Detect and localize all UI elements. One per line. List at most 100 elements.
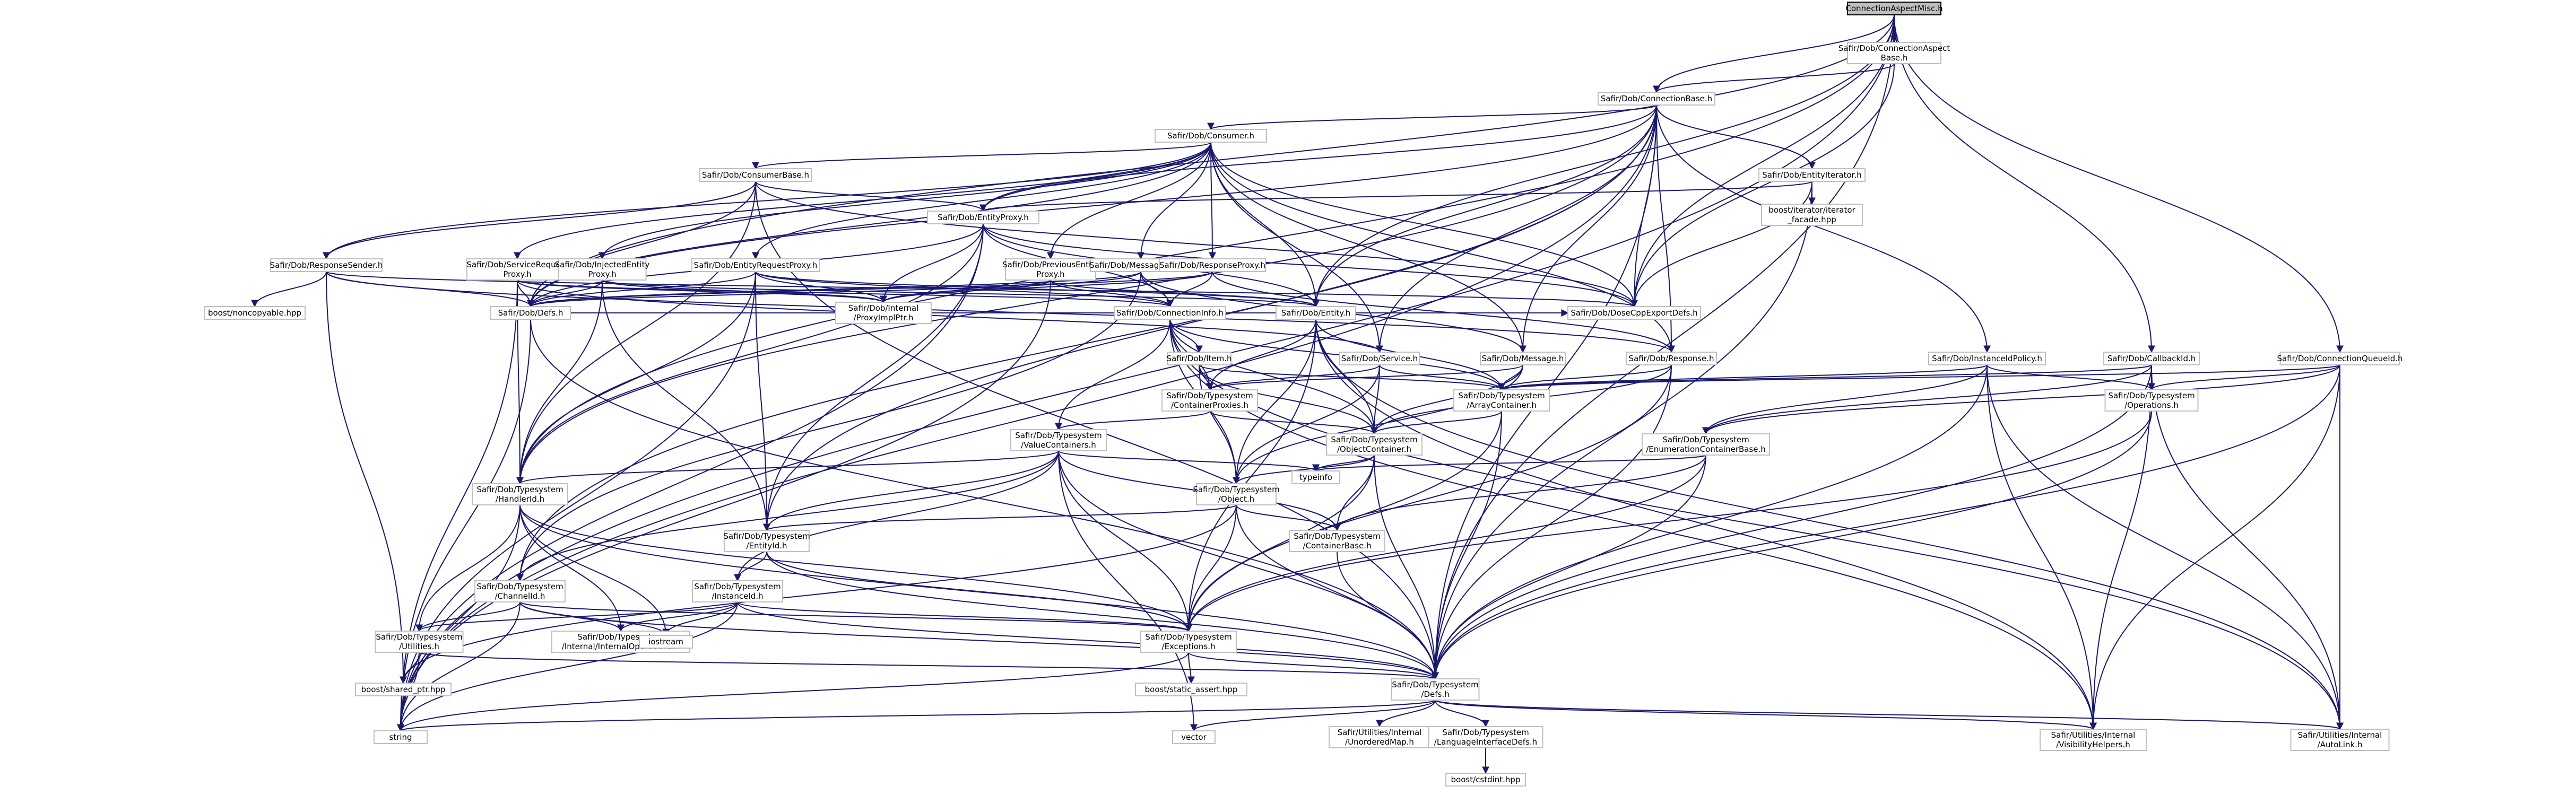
node-respproxy[interactable]: Safir/Dob/ResponseProxy.h: [1159, 258, 1266, 272]
node-operations[interactable]: Safir/Dob/Typesystem/Operations.h: [2104, 389, 2199, 412]
node-item[interactable]: Safir/Dob/Item.h: [1166, 352, 1232, 365]
node-connqueue[interactable]: Safir/Dob/ConnectionQueueId.h: [2277, 352, 2403, 365]
node-label: Safir/Dob/Typesystem: [476, 485, 563, 494]
edge-respproxy-to-implptr: [880, 271, 1213, 303]
edge-srvreq-to-implptr: [517, 279, 887, 303]
node-consumerbase[interactable]: Safir/Dob/ConsumerBase.h: [699, 168, 812, 182]
node-box: [1453, 389, 1550, 412]
node-string[interactable]: string: [374, 730, 428, 744]
node-enumcont[interactable]: Safir/Dob/Typesystem/EnumerationContaine…: [1642, 433, 1770, 456]
node-label: /InstanceId.h: [712, 591, 763, 601]
edge-message-to-contproxies: [1206, 364, 1523, 391]
node-defs[interactable]: Safir/Dob/Defs.h: [490, 306, 571, 320]
edge-entreq-to-implptr: [755, 271, 887, 303]
node-label: /Operations.h: [2124, 400, 2179, 410]
node-label: /UnorderedMap.h: [1345, 737, 1414, 747]
node-contbase[interactable]: Safir/Dob/Typesystem/ContainerBase.h: [1289, 530, 1385, 552]
node-cb[interactable]: Safir/Dob/ConnectionBase.h: [1598, 92, 1715, 106]
node-respsender[interactable]: Safir/Dob/ResponseSender.h: [270, 258, 383, 272]
edge-entityproxy-to-string: [397, 223, 984, 732]
edge-injent-to-implptr: [602, 279, 887, 303]
node-response[interactable]: Safir/Dob/Response.h: [1626, 352, 1717, 365]
edge-injent-to-entityid: [602, 279, 770, 531]
node-instpolicy[interactable]: Safir/Dob/InstanceIdPolicy.h: [1928, 352, 2046, 365]
node-label: boost/noncopyable.hpp: [208, 308, 301, 318]
node-visibility[interactable]: Safir/Utilities/Internal/VisibilityHelpe…: [2040, 729, 2147, 751]
edge-enumcont-to-contbase: [1333, 455, 1706, 531]
node-entityproxy[interactable]: Safir/Dob/EntityProxy.h: [927, 211, 1039, 224]
node-box: [1289, 530, 1385, 552]
edge-root-to-entity: [1312, 14, 1895, 308]
node-handlerid[interactable]: Safir/Dob/Typesystem/HandlerId.h: [472, 483, 568, 505]
node-box: [558, 258, 647, 281]
node-typeinfo[interactable]: typeinfo: [1291, 470, 1340, 484]
node-boostiter[interactable]: boost/iterator/iterator_facade.hpp: [1761, 204, 1863, 226]
node-valueconts[interactable]: Safir/Dob/Typesystem/ValueContainers.h: [1010, 429, 1107, 451]
node-service[interactable]: Safir/Dob/Service.h: [1339, 352, 1420, 365]
node-contproxies[interactable]: Safir/Dob/Typesystem/ContainerProxies.h: [1161, 389, 1258, 412]
edge-connqueue-to-visibility: [2089, 364, 2340, 730]
edge-instid-to-utilities: [415, 601, 738, 632]
node-utilities[interactable]: Safir/Dob/Typesystem/Utilities.h: [375, 631, 464, 653]
node-tsdefs[interactable]: Safir/Dob/Typesystem/Defs.h: [1391, 678, 1480, 701]
node-entity[interactable]: Safir/Dob/Entity.h: [1276, 306, 1356, 320]
node-box: [2279, 352, 2400, 365]
node-box: [1598, 92, 1715, 106]
edge-respproxy-to-conninfo: [1166, 271, 1213, 308]
node-box: [2104, 389, 2199, 412]
node-implptr[interactable]: Safir/Dob/Internal/ProxyImplPtr.h: [835, 302, 932, 324]
node-vector[interactable]: vector: [1172, 730, 1216, 744]
node-box: [1196, 483, 1277, 505]
node-internalops[interactable]: Safir/Dob/Typesystem/Internal/InternalOp…: [551, 631, 690, 653]
node-noncopy[interactable]: boost/noncopyable.hpp: [204, 306, 306, 320]
edge-instpolicy-to-arraycont: [1498, 364, 1988, 391]
node-iostream[interactable]: iostream: [639, 635, 693, 649]
edge-msgproxy-to-implptr: [880, 271, 1141, 303]
edge-message-to-objcont: [1371, 364, 1523, 435]
node-label: Safir/Dob/ConsumerBase.h: [702, 170, 809, 180]
node-exceptions[interactable]: Safir/Dob/Typesystem/Exceptions.h: [1140, 631, 1237, 653]
node-object[interactable]: Safir/Dob/Typesystem/Object.h: [1193, 483, 1280, 505]
edge-entityid-to-exceptions: [766, 551, 1192, 632]
node-label: /Exceptions.h: [1162, 642, 1216, 651]
edge-valueconts-to-vector: [1058, 450, 1198, 732]
edge-instid-to-string: [397, 601, 738, 732]
edge-contproxies-to-objcont: [1209, 410, 1378, 435]
edge-channelid-to-utilities: [415, 601, 521, 632]
node-autolink[interactable]: Safir/Utilities/Internal/AutoLink.h: [2290, 729, 2390, 751]
node-staticassert[interactable]: boost/static_assert.hpp: [1135, 683, 1247, 696]
node-entityiter[interactable]: Safir/Dob/EntityIterator.h: [1758, 168, 1866, 182]
node-unordered[interactable]: Safir/Utilities/Internal/UnorderedMap.h: [1329, 726, 1430, 748]
node-message[interactable]: Safir/Dob/Message.h: [1480, 352, 1566, 365]
node-cppexp[interactable]: Safir/Dob/DoseCppExportDefs.h: [1567, 306, 1701, 320]
node-objcont[interactable]: Safir/Dob/Typesystem/ObjectContainer.h: [1326, 433, 1423, 456]
edge-callbackid-to-autolink: [2151, 364, 2344, 730]
node-sharedptr[interactable]: boost/shared_ptr.hpp: [355, 683, 452, 696]
edge-entityiter-to-entityproxy: [979, 181, 1812, 212]
node-callbackid[interactable]: Safir/Dob/CallbackId.h: [2103, 352, 2200, 365]
node-conninfo[interactable]: Safir/Dob/ConnectionInfo.h: [1114, 306, 1226, 320]
node-box: [2040, 729, 2147, 751]
node-channelid[interactable]: Safir/Dob/Typesystem/ChannelId.h: [474, 580, 566, 602]
edge-tsdefs-to-string: [397, 700, 1436, 732]
node-label: Proxy.h: [1036, 269, 1064, 279]
edge-operations-to-tsdefs: [1432, 410, 2152, 680]
node-box: [1155, 129, 1267, 143]
edge-srvreq-to-defs: [517, 279, 534, 308]
node-cstdint[interactable]: boost/cstdint.hpp: [1445, 773, 1526, 787]
edge-srvreq-to-service: [517, 279, 1383, 353]
node-consumer[interactable]: Safir/Dob/Consumer.h: [1155, 129, 1267, 143]
node-langiface[interactable]: Safir/Dob/Typesystem/LanguageInterfaceDe…: [1428, 726, 1543, 748]
node-box: [551, 631, 690, 653]
node-label: Safir/Dob/Typesystem: [694, 582, 780, 591]
node-entreq[interactable]: Safir/Dob/EntityRequestProxy.h: [691, 258, 820, 272]
node-label: Safir/Dob/ResponseProxy.h: [1159, 260, 1265, 270]
node-entityid[interactable]: Safir/Dob/Typesystem/EntityId.h: [723, 530, 810, 552]
node-instid[interactable]: Safir/Dob/Typesystem/InstanceId.h: [692, 580, 783, 602]
node-arraycont[interactable]: Safir/Dob/Typesystem/ArrayContainer.h: [1453, 389, 1550, 412]
edge-tsdefs-to-autolink: [1435, 700, 2344, 730]
